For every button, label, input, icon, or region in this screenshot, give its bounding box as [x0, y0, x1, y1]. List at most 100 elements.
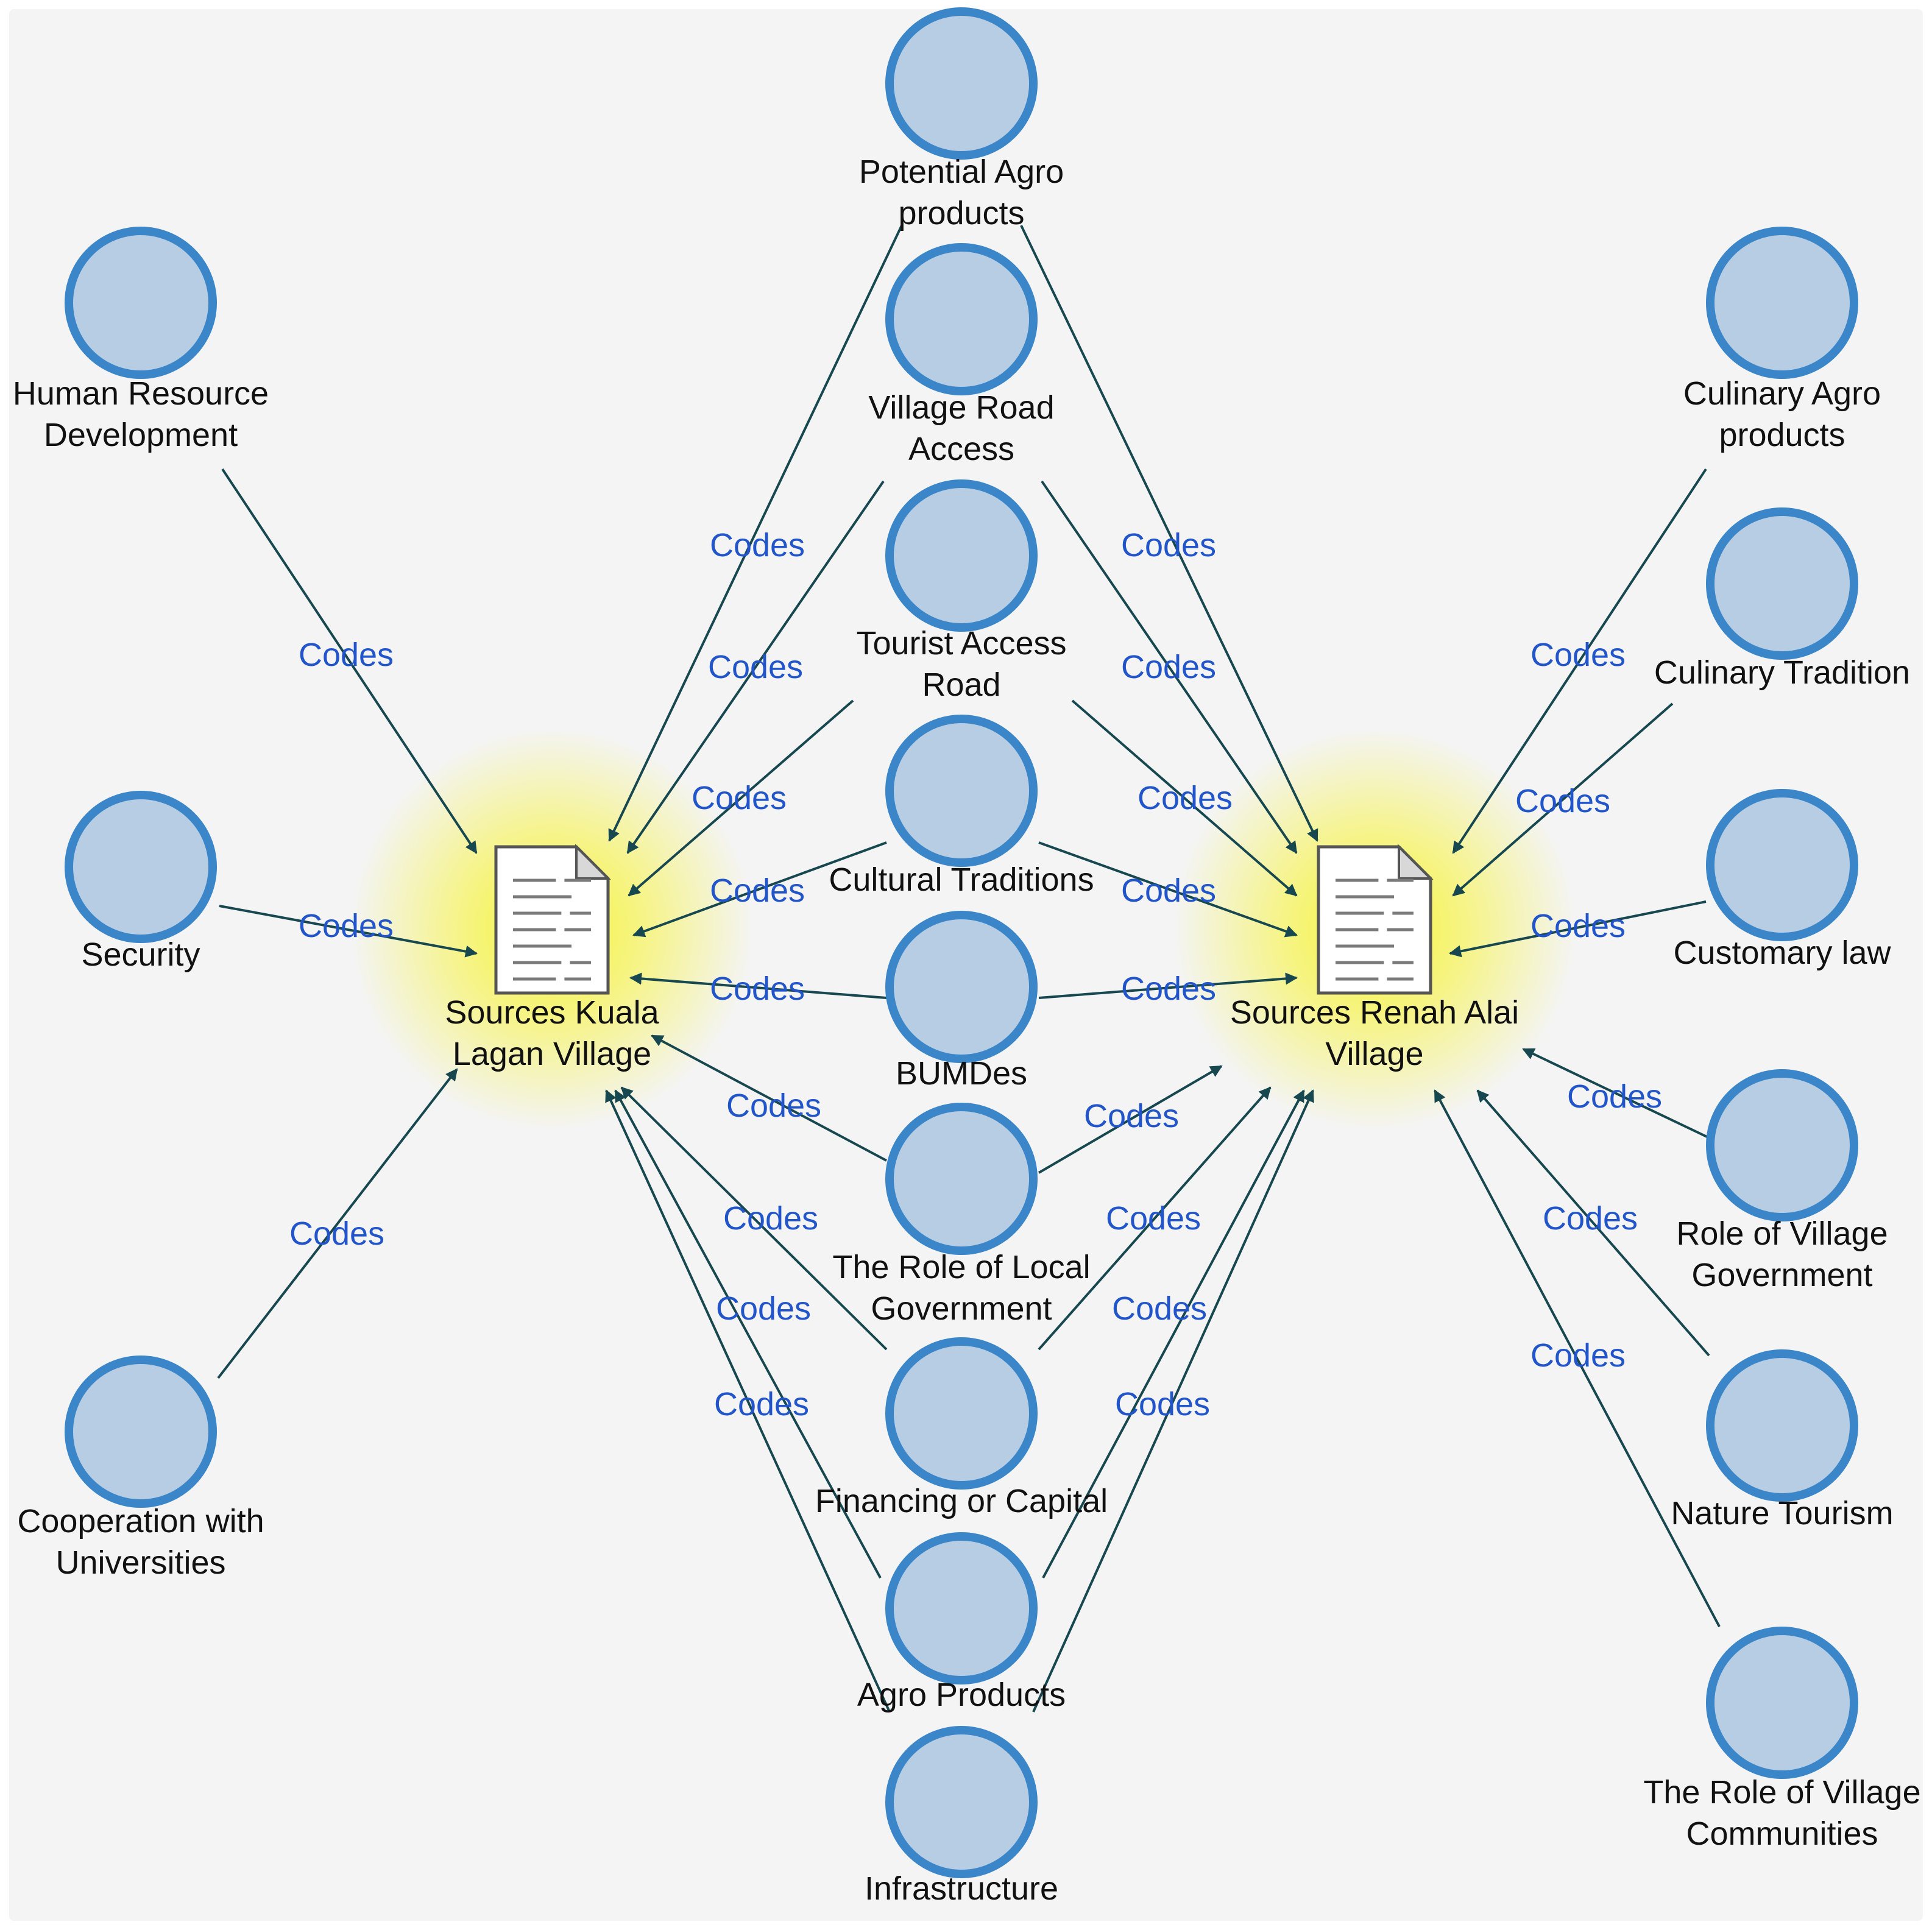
edge-nature_tourism-to-renah — [1476, 1089, 1710, 1357]
edge-label: Codes — [1106, 1200, 1201, 1237]
code-node-village_gov[interactable] — [1706, 1069, 1858, 1221]
edge-label: Codes — [1121, 527, 1216, 564]
code-label-cultural: Cultural Traditions — [829, 861, 1094, 898]
edge-label: Codes — [1530, 1337, 1626, 1374]
edge-label: Codes — [714, 1386, 809, 1423]
edge-label: Codes — [1530, 908, 1626, 944]
edge-label: Codes — [723, 1200, 818, 1237]
code-label-potential_agro: Potential Agro — [859, 154, 1064, 190]
edge-label: Codes — [1138, 780, 1233, 816]
edge-cultural-to-renah — [1038, 841, 1298, 938]
edge-label: Codes — [299, 637, 394, 673]
edge-label: Codes — [710, 970, 805, 1007]
edge-layer — [217, 225, 1721, 1713]
edge-culinary_agro-to-renah — [1452, 468, 1707, 854]
code-label-nature_tourism: Nature Tourism — [1671, 1495, 1893, 1532]
code-label-potential_agro: products — [898, 195, 1024, 232]
edge-label: Codes — [1121, 649, 1216, 685]
edge-security-to-kuala — [219, 905, 478, 958]
source-label-renah: Village — [1325, 1036, 1423, 1072]
code-label-hrd: Human Resource — [13, 375, 269, 412]
edge-label: Codes — [726, 1087, 821, 1124]
edge-label: Codes — [1530, 637, 1626, 673]
edge-label: Codes — [1543, 1200, 1638, 1237]
label-layer: Human ResourceDevelopmentSecurityCoopera… — [13, 154, 1921, 1907]
code-node-cultural[interactable] — [885, 715, 1038, 867]
code-label-agro_products: Agro Products — [857, 1677, 1066, 1713]
code-label-tourist_road: Tourist Access — [856, 625, 1066, 662]
code-node-financing[interactable] — [885, 1337, 1038, 1490]
code-label-infrastructure: Infrastructure — [865, 1870, 1058, 1907]
edge-agro_products-to-kuala — [614, 1089, 882, 1578]
edge-financing-to-kuala — [620, 1086, 888, 1351]
code-label-customary_law: Customary law — [1673, 935, 1891, 971]
edge-tourist_road-to-kuala — [628, 699, 854, 897]
code-label-village_gov: Role of Village — [1676, 1215, 1888, 1252]
edge-bumdes-to-renah — [1038, 972, 1298, 999]
code-node-customary_law[interactable] — [1706, 789, 1858, 941]
document-icon[interactable] — [494, 844, 611, 995]
code-label-village_gov: Government — [1691, 1257, 1872, 1293]
edge-infrastructure-to-renah — [1032, 1089, 1314, 1713]
edge-local_gov-to-kuala — [651, 1034, 887, 1162]
code-label-culinary_tradition: Culinary Tradition — [1654, 654, 1910, 691]
code-node-nature_tourism[interactable] — [1706, 1349, 1858, 1502]
edge-label: Codes — [710, 872, 805, 909]
edge-village_road-to-kuala — [626, 480, 885, 854]
code-node-culinary_tradition[interactable] — [1706, 507, 1858, 660]
code-node-village_road[interactable] — [885, 243, 1038, 395]
source-label-kuala: Sources Kuala — [445, 994, 659, 1031]
edge-tourist_road-to-renah — [1071, 699, 1298, 897]
code-label-communities: The Role of Village — [1643, 1774, 1920, 1811]
edge-local_gov-to-renah — [1038, 1065, 1223, 1174]
code-label-culinary_agro: Culinary Agro — [1683, 375, 1881, 412]
edge-village_road-to-renah — [1041, 480, 1298, 854]
code-node-local_gov[interactable] — [885, 1103, 1038, 1255]
code-label-local_gov: Government — [871, 1290, 1052, 1327]
edge-cooperation-to-kuala — [217, 1068, 458, 1379]
edge-infrastructure-to-kuala — [605, 1089, 891, 1713]
code-node-infrastructure[interactable] — [885, 1726, 1038, 1878]
code-node-tourist_road[interactable] — [885, 479, 1038, 632]
edge-culinary_tradition-to-renah — [1452, 702, 1674, 897]
edge-label: Codes — [716, 1290, 811, 1327]
code-label-village_road: Access — [908, 431, 1014, 467]
edge-customary_law-to-renah — [1449, 900, 1707, 958]
edge-label: Codes — [692, 780, 787, 816]
edge-communities-to-renah — [1434, 1089, 1721, 1627]
code-label-cooperation: Cooperation with — [17, 1503, 264, 1539]
code-node-hrd[interactable] — [65, 227, 217, 379]
edge-financing-to-renah — [1038, 1086, 1272, 1351]
edge-label: Codes — [1121, 872, 1216, 909]
edge-label: Codes — [708, 649, 803, 685]
edge-label: Codes — [289, 1215, 384, 1252]
edge-label: Codes — [1112, 1290, 1207, 1327]
code-label-local_gov: The Role of Local — [832, 1249, 1090, 1285]
edge-label: Codes — [299, 908, 394, 944]
code-node-communities[interactable] — [1706, 1627, 1858, 1779]
document-icon[interactable] — [1317, 844, 1434, 995]
edge-bumdes-to-kuala — [629, 972, 887, 999]
edge-label: Codes — [710, 527, 805, 564]
code-label-tourist_road: Road — [922, 666, 1000, 703]
code-label-communities: Communities — [1686, 1815, 1878, 1852]
edge-label: Codes — [1121, 970, 1216, 1007]
code-node-security[interactable] — [65, 791, 217, 943]
code-node-agro_products[interactable] — [885, 1532, 1038, 1684]
code-node-cooperation[interactable] — [65, 1356, 217, 1508]
code-label-hrd: Development — [44, 417, 238, 453]
code-node-potential_agro[interactable] — [885, 7, 1038, 160]
edge-agro_products-to-renah — [1042, 1089, 1305, 1578]
edge-village_gov-to-renah — [1522, 1048, 1713, 1140]
code-label-financing: Financing or Capital — [815, 1483, 1108, 1519]
code-label-cooperation: Universities — [55, 1544, 225, 1581]
code-node-bumdes[interactable] — [885, 911, 1038, 1063]
edge-label: Codes — [1567, 1078, 1662, 1115]
source-label-kuala: Lagan Village — [453, 1036, 651, 1072]
code-label-village_road: Village Road — [868, 389, 1054, 426]
edge-potential_agro-to-kuala — [608, 225, 903, 842]
code-label-security: Security — [81, 936, 200, 973]
code-node-culinary_agro[interactable] — [1706, 227, 1858, 379]
edge-hrd-to-kuala — [221, 468, 478, 854]
